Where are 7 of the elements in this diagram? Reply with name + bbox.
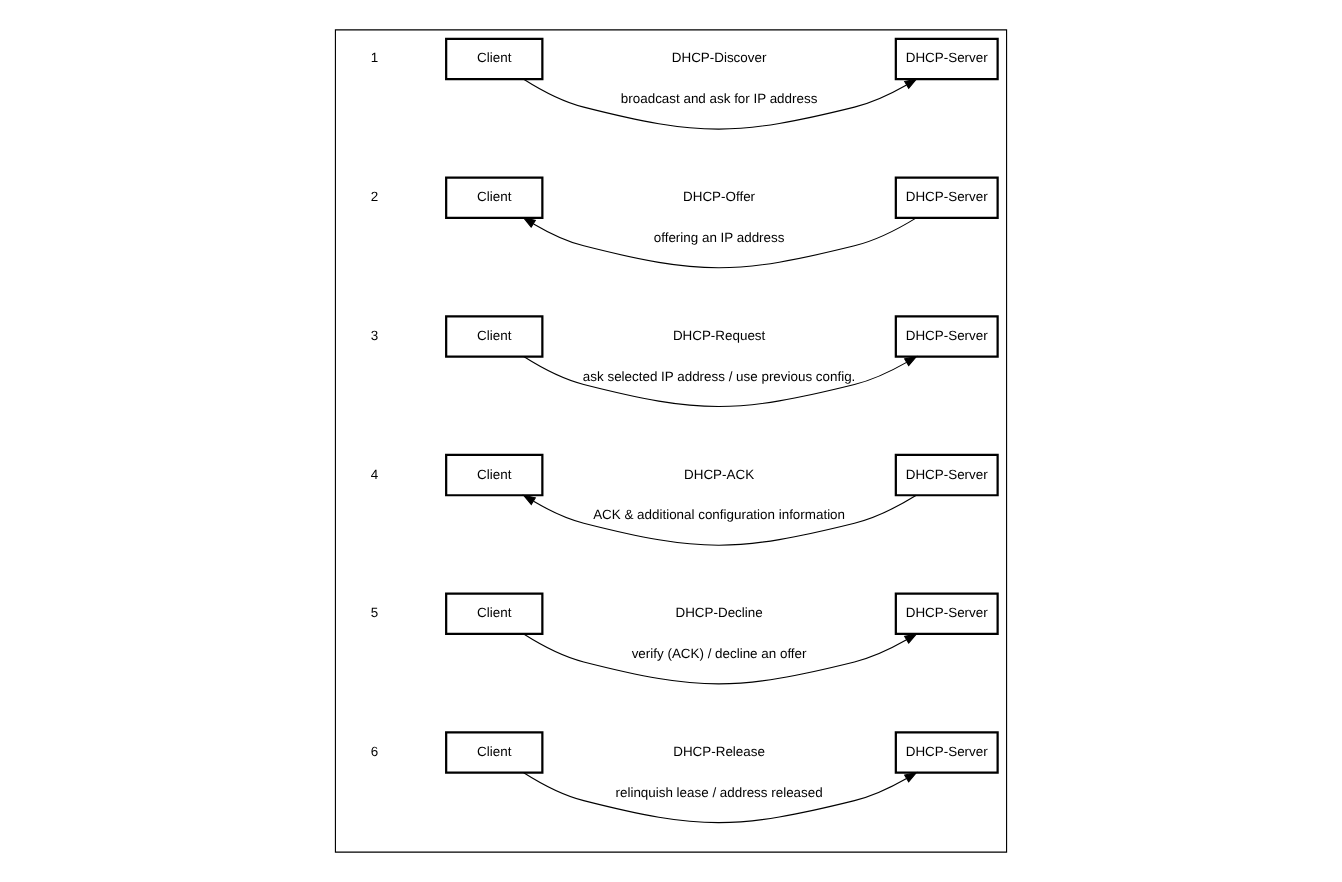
arrow xyxy=(523,355,918,408)
arrow xyxy=(522,217,917,269)
arrow xyxy=(523,633,918,685)
arrow xyxy=(523,78,918,130)
arrow xyxy=(523,771,918,824)
arrow xyxy=(522,494,917,546)
cluster xyxy=(334,29,1008,853)
